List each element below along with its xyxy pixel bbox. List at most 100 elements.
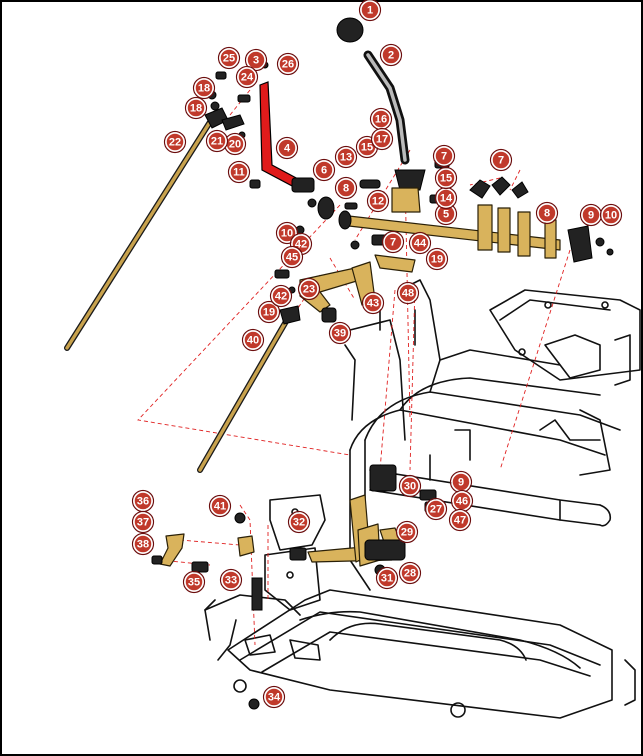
callout-15: 15 [434, 166, 458, 190]
callout-circle [398, 283, 418, 303]
callout-number: 46 [456, 496, 468, 508]
callout-number: 27 [430, 504, 442, 516]
callout-circle [450, 510, 470, 530]
callout-circle [133, 491, 153, 511]
callout-number: 37 [137, 517, 149, 529]
callout-43: 43 [361, 291, 385, 315]
callout-ring [217, 46, 241, 70]
callout-21: 21 [205, 129, 229, 153]
callout-number: 41 [214, 501, 226, 513]
callout-number: 28 [404, 568, 416, 580]
callout-ring [297, 277, 321, 301]
callout-10: 10 [599, 203, 623, 227]
callout-ring [269, 284, 293, 308]
callout-number: 12 [372, 196, 384, 208]
callout-ring [227, 160, 251, 184]
callout-11: 11 [227, 160, 251, 184]
callout-29: 29 [395, 520, 419, 544]
callout-38: 38 [131, 532, 155, 556]
callout-ring [312, 158, 336, 182]
callout-ring [448, 508, 472, 532]
callout-number: 18 [190, 103, 202, 115]
callout-ring [398, 561, 422, 585]
callout-number: 40 [247, 335, 259, 347]
callout-circle [246, 50, 266, 70]
callout-number: 22 [169, 137, 181, 149]
callout-circle [282, 247, 302, 267]
callout-ring [205, 129, 229, 153]
callout-circle [277, 138, 297, 158]
callout-ring [366, 189, 390, 213]
callout-circle [410, 233, 430, 253]
callout-2: 2 [379, 43, 403, 67]
callout-ring [184, 96, 208, 120]
callout-3: 3 [244, 48, 268, 72]
callout-35: 35 [182, 570, 206, 594]
callout-44: 44 [408, 231, 432, 255]
callout-circle [314, 160, 334, 180]
callout-46: 46 [450, 489, 474, 513]
callout-circle [381, 45, 401, 65]
callout-ring [182, 570, 206, 594]
callout-circle [537, 203, 557, 223]
callout-circle [372, 129, 392, 149]
callout-5: 5 [434, 202, 458, 226]
callout-circle [165, 132, 185, 152]
callout-circle [207, 131, 227, 151]
callout-14: 14 [434, 186, 458, 210]
callout-ring [334, 176, 358, 200]
callout-circle [336, 178, 356, 198]
callout-number: 4 [284, 143, 291, 155]
callout-1: 1 [358, 0, 382, 22]
callout-circle [243, 330, 263, 350]
callout-ring [276, 52, 300, 76]
callout-circle [229, 162, 249, 182]
callout-circle [601, 205, 621, 225]
callout-circle [436, 168, 456, 188]
callout-8: 8 [334, 176, 358, 200]
callout-circle [271, 286, 291, 306]
callout-ring [434, 166, 458, 190]
callout-33: 33 [219, 568, 243, 592]
callout-circle [377, 568, 397, 588]
rods [64, 107, 301, 473]
callout-26: 26 [276, 52, 300, 76]
callout-17: 17 [370, 127, 394, 151]
callout-number: 5 [443, 209, 449, 221]
callout-number: 42 [295, 239, 307, 251]
callout-ring [396, 281, 420, 305]
callout-12: 12 [366, 189, 390, 213]
callout-circle [186, 98, 206, 118]
callout-23: 23 [297, 277, 321, 301]
callout-circle [289, 512, 309, 532]
callout-circle [434, 146, 454, 166]
callout-ring [131, 532, 155, 556]
callout-number: 9 [588, 210, 594, 222]
callout-number: 8 [343, 183, 349, 195]
callout-number: 25 [223, 53, 235, 65]
callout-ring [275, 136, 299, 160]
callout-number: 7 [441, 151, 447, 163]
callout-48: 48 [396, 281, 420, 305]
callout-ring [489, 148, 513, 172]
callout-ring [379, 43, 403, 67]
callout-ring [257, 300, 281, 324]
callout-ring [219, 568, 243, 592]
callout-7: 7 [381, 230, 405, 254]
callout-30: 30 [398, 474, 422, 498]
callout-number: 31 [381, 573, 393, 585]
callout-number: 39 [334, 328, 346, 340]
callout-39: 39 [328, 321, 352, 345]
callout-18: 18 [184, 96, 208, 120]
callout-18: 18 [192, 76, 216, 100]
callout-25: 25 [217, 46, 241, 70]
shift-lever [336, 17, 426, 191]
callout-number: 26 [282, 59, 294, 71]
callout-41: 41 [208, 494, 232, 518]
callout-ring [235, 65, 259, 89]
callout-circle [221, 570, 241, 590]
callout-10: 10 [275, 221, 299, 245]
callout-number: 7 [390, 237, 396, 249]
callout-circle [259, 302, 279, 322]
